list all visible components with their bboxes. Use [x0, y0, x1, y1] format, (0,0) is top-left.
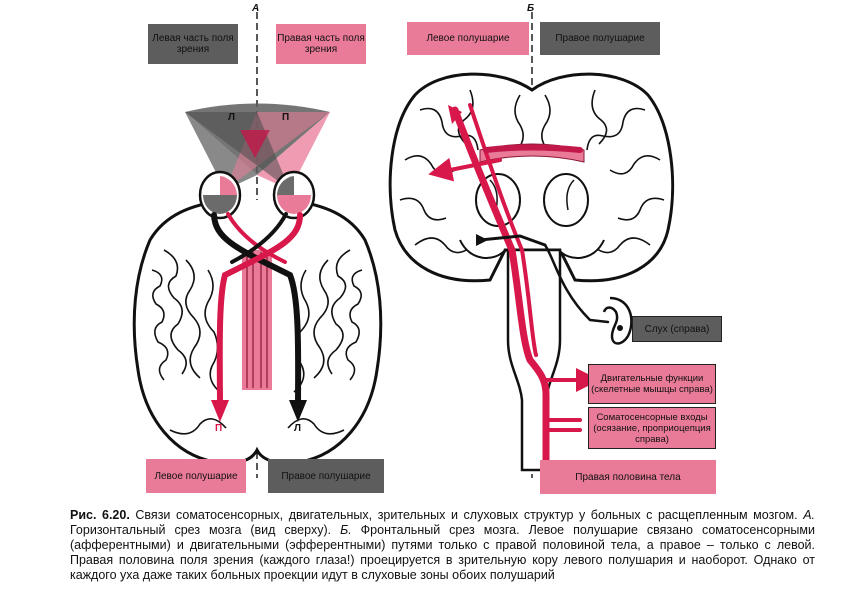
panel-b-right-hemisphere: Правое полушарие [540, 22, 660, 55]
caption-text2: Горизонтальный срез мозга (вид сверху). [70, 523, 332, 537]
caption-text3: Фронтальный срез мозга. Левое полушарие … [70, 523, 815, 582]
gyri-a [151, 249, 363, 435]
arrow-right-letter: Л [294, 423, 302, 434]
panel-a-left-hemisphere: Левое полушарие [146, 459, 246, 493]
arrow-up-b [448, 105, 462, 124]
visual-field-cones [185, 103, 330, 190]
ear-icon [602, 296, 633, 345]
brain-diagram [132, 12, 675, 478]
somato-label: Соматосенсорные входы (осязание, проприо… [588, 407, 716, 449]
arrow-left-a [211, 400, 229, 422]
motor-label: Двигательные функции (скелетные мышцы сп… [588, 364, 716, 404]
temporal-lobes [459, 239, 605, 260]
caption-a-label: А. [803, 508, 815, 522]
arrow-hearing [476, 234, 488, 246]
arrow-right-a [289, 400, 307, 422]
eyes [198, 170, 316, 220]
caption-fig-label: Рис. 6.20. [70, 508, 130, 522]
cone-left-letter: Л [228, 112, 236, 123]
arrow-left-letter: П [215, 423, 223, 434]
panel-a-letter: А [252, 3, 260, 14]
panel-b-left-hemisphere: Левое полушарие [407, 22, 529, 55]
pathways-b [428, 103, 610, 464]
corpus-callosum-a [242, 250, 272, 390]
left-field-label: Левая часть поля зрения [148, 24, 238, 64]
body-right-label: Правая половина тела [540, 460, 716, 494]
caption-text1: Связи соматосенсорных, двигательных, зри… [135, 508, 798, 522]
figure-caption: Рис. 6.20. Связи соматосенсорных, двигат… [70, 508, 815, 583]
panel-b-letter: Б [527, 3, 535, 14]
cone-right-letter: П [282, 112, 290, 123]
hearing-label: Слух (справа) [632, 316, 722, 342]
optic-pathways [211, 212, 303, 413]
right-field-label: Правая часть поля зрения [276, 24, 366, 64]
panel-a-right-hemisphere: Правое полушарие [268, 459, 384, 493]
caption-b-label: Б. [340, 523, 352, 537]
